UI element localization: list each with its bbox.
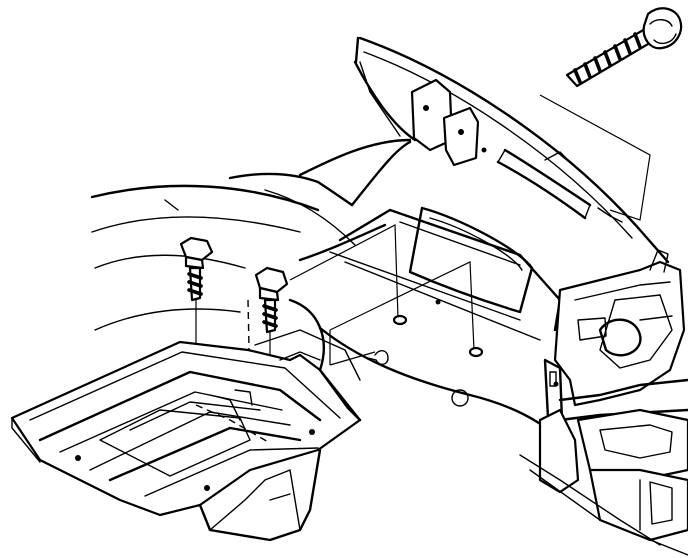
bolt-left (179, 236, 214, 400)
upper-bolt-leader (539, 94, 651, 221)
body-panel (228, 36, 670, 264)
alignment-lines (247, 224, 475, 396)
bolt-center (254, 266, 289, 440)
right-bracket-assembly (519, 249, 688, 556)
skid-plate (10, 329, 362, 542)
upper-bolt (565, 7, 683, 88)
wheelhouse-arcs (90, 184, 356, 331)
